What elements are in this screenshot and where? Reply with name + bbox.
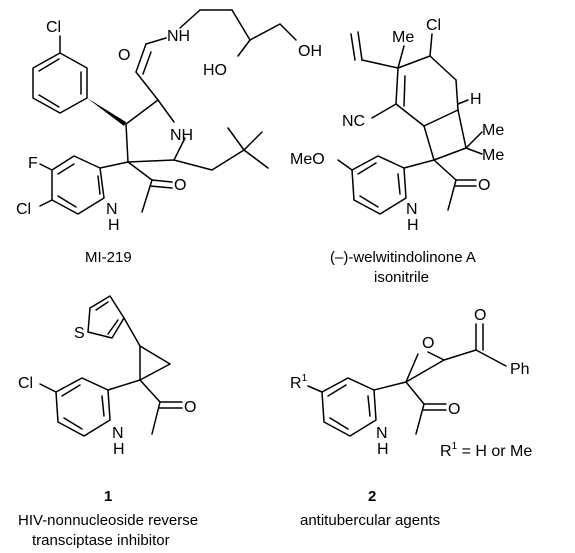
wel-h-n: H (407, 217, 419, 234)
wel-o-lactam: O (478, 177, 490, 194)
cmpd1-o: O (184, 399, 196, 416)
cmpd1-cl: Cl (18, 375, 33, 392)
cmpd2-o-ketone: O (474, 307, 486, 324)
mi219-h: H (108, 217, 120, 234)
mi219-ho: HO (203, 62, 227, 79)
mi219-cl-bottom: Cl (16, 201, 31, 218)
cmpd1-number: 1 (104, 488, 112, 505)
mi219-caption: MI-219 (85, 249, 132, 266)
cmpd1-n: N (112, 425, 124, 442)
compound1-structure: S O N H Cl 1 HIV-nonnucleoside reverse t… (18, 295, 198, 549)
compound2-structure: O O Ph O N H R1 R1 = H or Me 2 antituber… (290, 307, 532, 529)
wel-me-right2: Me (482, 147, 504, 164)
wel-me-top: Me (392, 29, 414, 46)
cmpd2-caption: antitubercular agents (300, 512, 440, 529)
wel-nc: NC (342, 113, 365, 130)
wel-n: N (406, 201, 418, 218)
cmpd2-r-definition: R1 = H or Me (440, 441, 532, 460)
wel-h: H (470, 91, 482, 108)
wel-caption-line2: isonitrile (374, 269, 429, 286)
wel-me-right1: Me (482, 122, 504, 139)
mi219-o-carbonyl: O (118, 47, 130, 64)
cmpd2-o-lactam: O (448, 401, 460, 418)
cmpd2-h: H (377, 441, 389, 458)
mi219-nh-ring: NH (170, 127, 193, 144)
cmpd1-h: H (113, 441, 125, 458)
mi219-structure: Cl NH O NH HO OH O (16, 9, 322, 266)
wel-cl: Cl (426, 17, 441, 34)
cmpd2-n: N (376, 425, 388, 442)
wel-meo: MeO (290, 151, 325, 168)
mi219-cl-top: Cl (46, 19, 61, 36)
cmpd2-o-epoxide: O (422, 335, 434, 352)
mi219-f: F (28, 155, 38, 172)
cmpd2-ph: Ph (510, 361, 530, 378)
cmpd1-s: S (74, 325, 85, 342)
wel-caption-line1: (–)-welwitindolinone A (330, 249, 476, 266)
welwitindolinone-structure: Me Cl H NC Me Me O N H (290, 17, 504, 286)
cmpd1-caption-line2: transciptase inhibitor (32, 532, 170, 549)
cmpd2-number: 2 (368, 488, 376, 505)
mi219-nh-amide: NH (167, 28, 190, 45)
mi219-n: N (106, 201, 118, 218)
cmpd2-r1: R1 (290, 373, 308, 392)
mi219-o-lactam: O (174, 177, 186, 194)
cmpd1-caption-line1: HIV-nonnucleoside reverse (18, 512, 198, 529)
mi219-oh: OH (298, 43, 322, 60)
